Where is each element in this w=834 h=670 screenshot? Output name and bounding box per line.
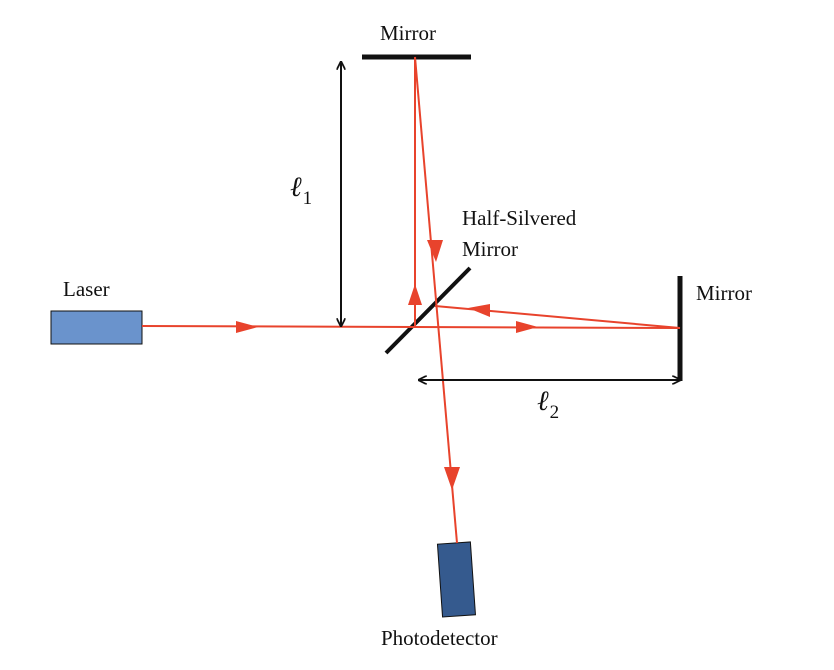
laser-beam	[141, 56, 681, 544]
arrow-to-right-mirror	[516, 321, 538, 333]
length-1-subscript: 1	[303, 188, 313, 209]
half-silvered-mirror-label-line1: Half-Silvered	[462, 206, 577, 230]
arrow-laser-right	[236, 321, 258, 333]
length-2-symbol: ℓ	[537, 384, 549, 417]
beam-top-mirror-to-detector	[414, 56, 458, 544]
right-mirror-label: Mirror	[696, 281, 752, 305]
arrow-down-from-mirror	[427, 240, 443, 262]
length-2-label: ℓ2	[537, 384, 559, 423]
arrow-to-detector	[444, 467, 460, 490]
half-silvered-mirror	[384, 266, 472, 355]
photodetector-box	[436, 541, 477, 618]
length-2-subscript: 2	[550, 402, 560, 423]
length-1-symbol: ℓ	[290, 170, 302, 203]
photodetector-label: Photodetector	[381, 626, 498, 650]
beam-laser-to-right-mirror	[141, 325, 681, 329]
laser-label: Laser	[63, 277, 110, 301]
arrow-return-left	[468, 304, 490, 317]
half-silvered-mirror-label-line2: Mirror	[462, 237, 518, 261]
beam-direction-arrows	[236, 240, 538, 490]
arrow-up-to-mirror	[408, 284, 422, 305]
top-mirror-label: Mirror	[380, 21, 436, 45]
laser-box	[50, 310, 143, 345]
length-1-label: ℓ1	[290, 170, 312, 209]
